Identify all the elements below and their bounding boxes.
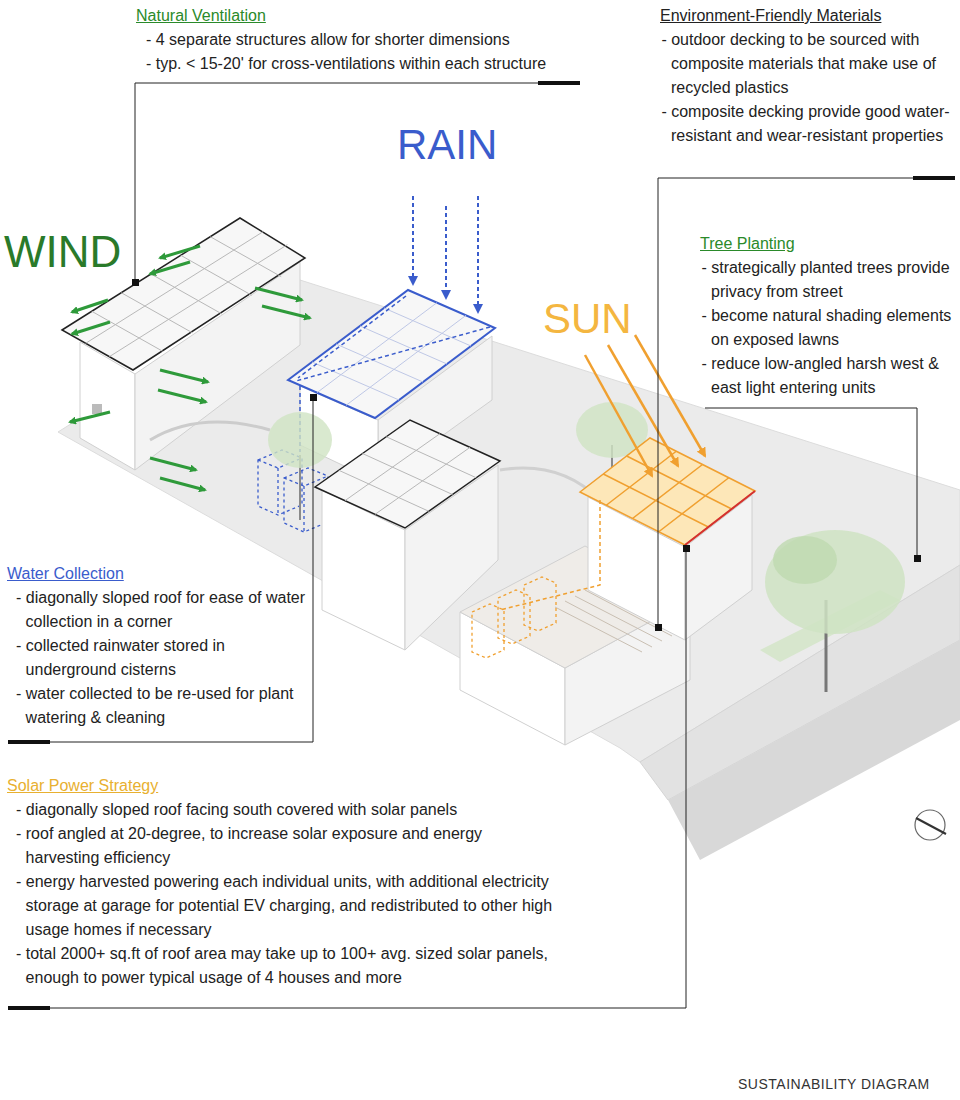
- callout-note: - diagonally sloped roof for ease of wat…: [16, 586, 311, 634]
- callout-heading: Water Collection: [7, 562, 124, 586]
- callout-note: - total 2000+ sq.ft of roof area may tak…: [16, 942, 556, 990]
- sun-arrow: [585, 335, 705, 476]
- leader-line: [8, 83, 955, 1008]
- rain-arrow: [413, 196, 478, 312]
- callout-note: - typ. < 15-20' for cross-ventilations w…: [146, 52, 626, 76]
- battery: [472, 577, 556, 658]
- callout-note: - strategically planted trees provide pr…: [701, 256, 956, 304]
- callout-heading: Solar Power Strategy: [7, 774, 158, 798]
- callout-note: - energy harvested powering each individ…: [16, 870, 556, 942]
- callout-note: - become natural shading elements on exp…: [701, 304, 956, 352]
- building: [460, 438, 755, 745]
- caption: SUSTAINABILITY DIAGRAM: [738, 1072, 930, 1096]
- tree: [765, 530, 905, 692]
- callout-note: - reduce low-angled harsh west & east li…: [701, 352, 956, 400]
- callout-note: - 4 separate structures allow for shorte…: [146, 28, 626, 52]
- callout-note: - collected rainwater stored in undergro…: [16, 634, 311, 682]
- callout-heading: Tree Planting: [700, 232, 795, 256]
- callout-note: - outdoor decking to be sourced with com…: [661, 28, 956, 100]
- force-label: RAIN: [397, 122, 497, 168]
- callout-heading: Environment-Friendly Materials: [660, 4, 881, 28]
- north-arrow: [915, 810, 946, 840]
- leader-mark: [8, 81, 955, 1010]
- callout-note: - roof angled at 20-degree, to increase …: [16, 822, 556, 870]
- callout-note: - water collected to be re-used for plan…: [16, 682, 311, 730]
- wind-arrow: [70, 246, 310, 490]
- force-label: WIND: [4, 228, 121, 276]
- callout-note: - diagonally sloped roof facing south co…: [16, 798, 556, 822]
- force-label: SUN: [543, 296, 632, 342]
- callout-heading: Natural Ventilation: [136, 4, 266, 28]
- callout-note: - composite decking provide good water-r…: [661, 100, 956, 148]
